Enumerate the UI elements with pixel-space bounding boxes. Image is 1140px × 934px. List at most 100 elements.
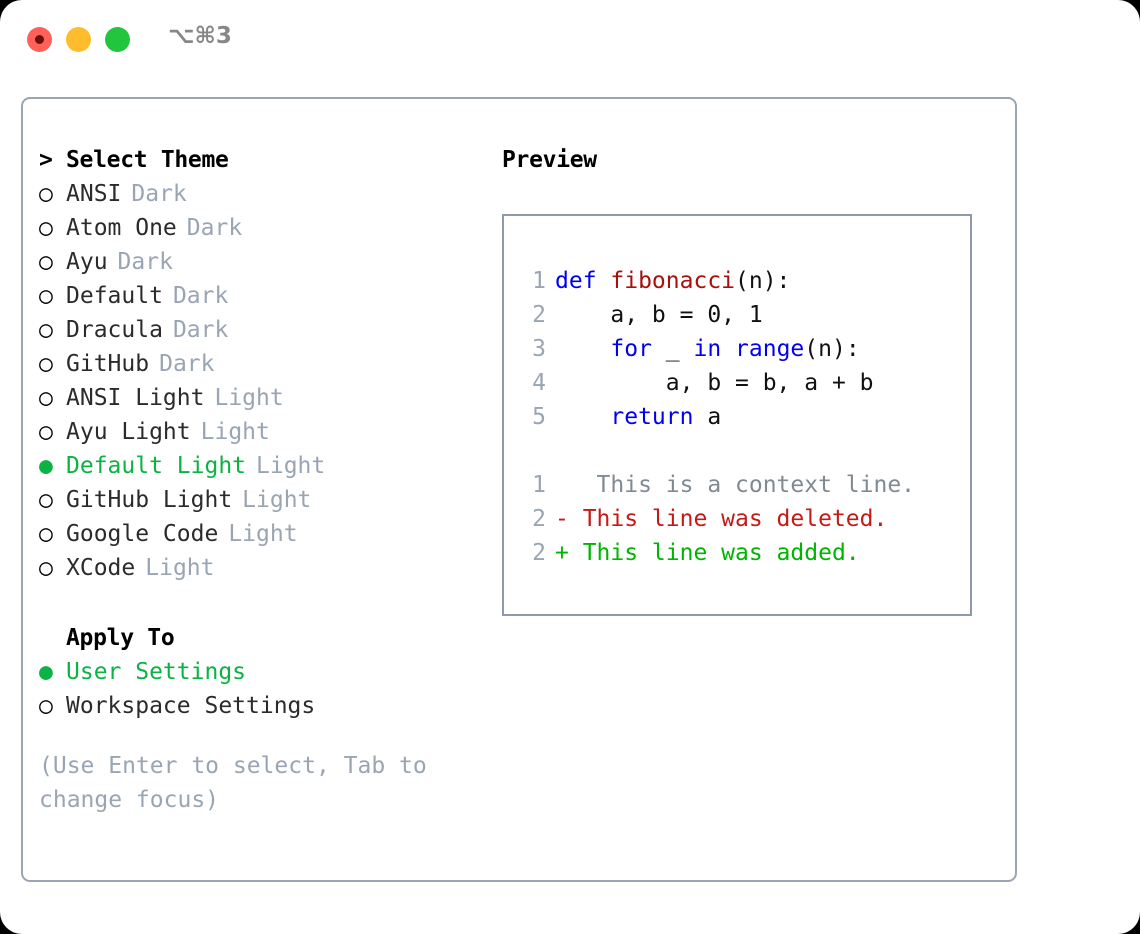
title-bar: ⌥⌘3 <box>0 0 1140 78</box>
radio-unselected-icon: ○ <box>39 521 53 547</box>
keyboard-hint-text: (Use Enter to select, Tab to change focu… <box>39 753 427 813</box>
theme-list-item[interactable]: ○ Atom One Dark <box>39 211 489 245</box>
theme-name: Atom One <box>66 215 177 241</box>
prompt-caret-icon: > <box>39 147 53 173</box>
code-token: fibonacci <box>610 268 736 294</box>
code-line: 5 return a <box>504 400 970 434</box>
code-token: _ <box>651 336 694 362</box>
apply-to-item[interactable]: ○ Workspace Settings <box>39 689 489 723</box>
code-token <box>721 336 735 362</box>
theme-category: Light <box>228 521 298 547</box>
radio-unselected-icon: ○ <box>39 181 53 207</box>
theme-category: Dark <box>159 351 215 377</box>
theme-name: Google Code <box>66 521 219 547</box>
theme-name: ANSI Light <box>66 385 205 411</box>
theme-name: Default <box>66 283 163 309</box>
theme-category: Dark <box>172 283 229 309</box>
line-number: 1 <box>532 472 546 498</box>
theme-name: Ayu <box>66 249 108 275</box>
apply-to-header: Apply To <box>39 621 489 655</box>
theme-category: Light <box>256 453 326 479</box>
theme-category: Dark <box>172 317 229 343</box>
line-number: 1 <box>532 268 546 294</box>
code-line: 2 a, b = 0, 1 <box>504 298 970 332</box>
code-line: 4 a, b = b, a + b <box>504 366 970 400</box>
theme-list-item[interactable]: ○ Ayu Light Light <box>39 415 489 449</box>
maximize-window-button[interactable] <box>105 27 130 52</box>
line-number: 2 <box>532 506 546 532</box>
code-token: def <box>555 268 611 294</box>
radio-unselected-icon: ○ <box>39 419 53 445</box>
theme-list-header-label: Select Theme <box>66 147 229 173</box>
theme-category: Dark <box>186 215 243 241</box>
radio-unselected-icon: ○ <box>39 351 53 377</box>
radio-unselected-icon: ○ <box>39 317 53 343</box>
radio-unselected-icon: ○ <box>39 283 53 309</box>
radio-unselected-icon: ○ <box>39 385 53 411</box>
diff-text: + This line was added. <box>555 540 860 566</box>
code-token: for <box>610 336 652 362</box>
theme-category: Light <box>145 555 215 581</box>
minimize-window-button[interactable] <box>66 27 91 52</box>
line-number: 2 <box>532 302 546 328</box>
theme-list-item[interactable]: ○ GitHub Dark <box>39 347 489 381</box>
apply-to-label: Workspace Settings <box>66 693 316 719</box>
diff-line: 1 This is a context line. <box>504 468 970 502</box>
diff-line: 2- This line was deleted. <box>504 502 970 536</box>
code-token: a, b = 0, 1 <box>555 302 763 328</box>
code-token <box>555 336 610 362</box>
code-diff-spacer <box>504 434 970 468</box>
code-line: 1 def fibonacci(n): <box>504 264 970 298</box>
theme-name: Ayu Light <box>66 419 191 445</box>
theme-name: GitHub Light <box>66 487 233 513</box>
radio-unselected-icon: ○ <box>39 555 53 581</box>
code-token <box>555 404 610 430</box>
diff-text: This is a context line. <box>555 472 916 498</box>
diff-line: 2 + This line was added. <box>504 536 970 570</box>
section-spacer <box>39 585 489 621</box>
theme-list-item[interactable]: ○ ANSI Light Light <box>39 381 489 415</box>
theme-name: Default Light <box>66 453 247 479</box>
apply-to-label: User Settings <box>66 659 247 685</box>
theme-name: GitHub <box>66 351 150 377</box>
theme-category: Light <box>242 487 312 513</box>
theme-category: Light <box>214 385 284 411</box>
theme-category: Dark <box>131 181 187 207</box>
line-number: 3 <box>532 336 546 362</box>
theme-name: ANSI <box>66 181 122 207</box>
code-token: a <box>693 404 722 430</box>
code-token: (n): <box>804 336 860 362</box>
theme-name: Dracula <box>66 317 163 343</box>
theme-list-item[interactable]: ○ ANSI Dark <box>39 177 489 211</box>
theme-list-item[interactable]: ○ Dracula Dark <box>39 313 489 347</box>
close-window-button[interactable] <box>27 27 52 52</box>
keyboard-shortcut-label: ⌥⌘3 <box>168 23 232 49</box>
code-token: in <box>693 336 722 362</box>
code-line: 3 for _ in range(n): <box>504 332 970 366</box>
line-number: 4 <box>532 370 546 396</box>
theme-category: Light <box>200 419 270 445</box>
diff-sample: 1 This is a context line.2- This line wa… <box>504 468 970 570</box>
theme-category: Dark <box>117 249 173 275</box>
radio-unselected-icon: ○ <box>39 215 53 241</box>
radio-unselected-icon: ○ <box>39 693 53 719</box>
code-token: a, b = b, a + b <box>555 370 874 396</box>
apply-to-list: ●User Settings ○ Workspace Settings <box>39 655 489 723</box>
line-number: 2 <box>532 540 546 566</box>
apply-to-item[interactable]: ●User Settings <box>39 655 489 689</box>
line-number: 5 <box>532 404 546 430</box>
code-token: (n): <box>735 268 791 294</box>
theme-list-item[interactable]: ○ Google Code Light <box>39 517 489 551</box>
theme-list-item[interactable]: ○ Default Dark <box>39 279 489 313</box>
